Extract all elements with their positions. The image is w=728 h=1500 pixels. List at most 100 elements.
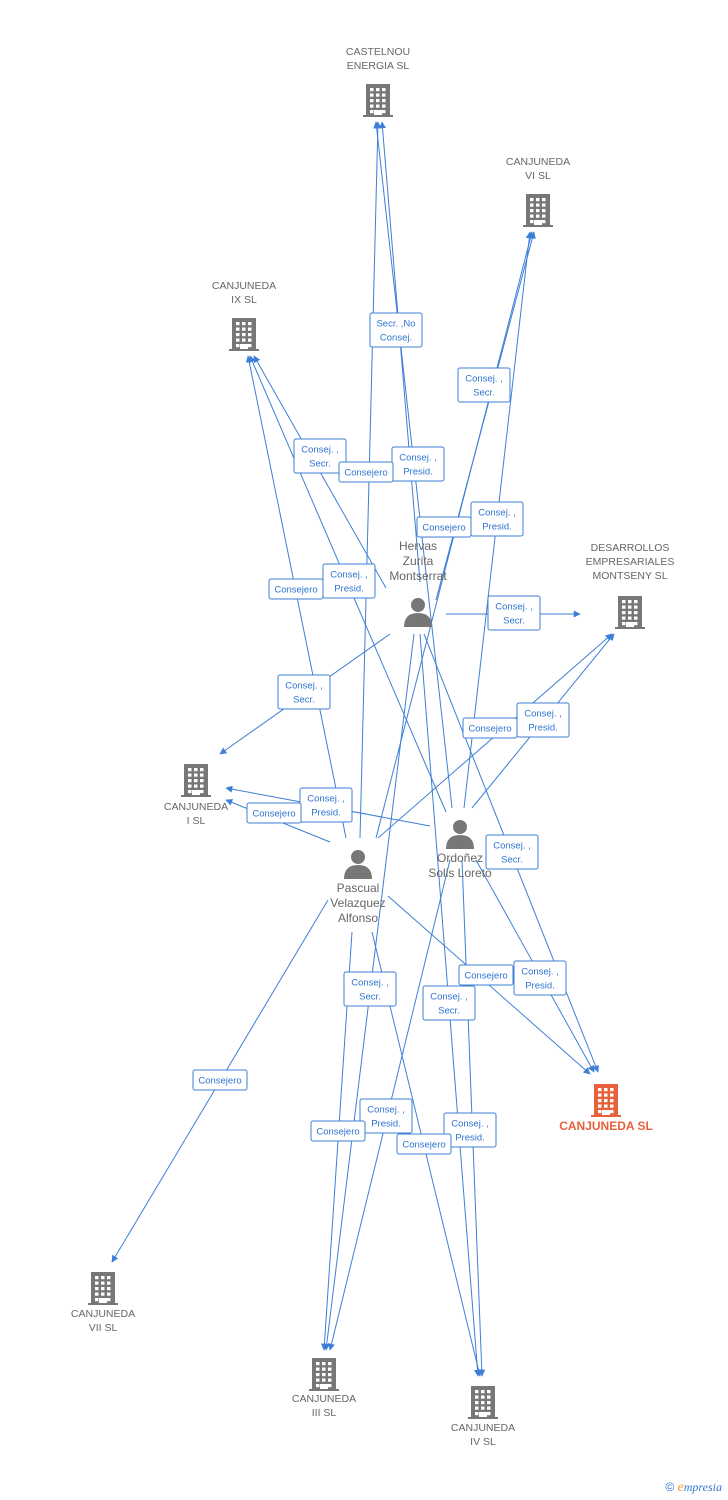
edge-label-text: Secr. [501,855,523,866]
edge-label-text: Presid. [482,522,512,533]
edge-label-box [416,516,472,538]
company-name: MONTSENY SL [592,570,667,582]
edge-label-hervas-iv[interactable]: Consej. ,Secr. [422,985,476,1021]
edge-label-ordonez-main[interactable]: Consej. ,Presid. [513,960,567,996]
person-name: Montserrat [389,569,447,583]
person-icon [344,850,372,879]
edge-label-text: Presid. [403,467,433,478]
person-name: Ordoñez [437,851,483,865]
person-name: Hervas [399,539,437,553]
edge-label-text: Consej. , [399,453,437,464]
company-name: IX SL [231,294,257,306]
edge-label-box [359,1098,413,1134]
edge-label-text: Presid. [371,1119,401,1130]
company-name: CANJUNEDA [292,1393,356,1405]
company-node-vi[interactable]: CANJUNEDA VI SL [506,156,570,227]
edge-label-ordonez-desarrollos[interactable]: Consej. ,Presid. [516,702,570,738]
edge-label-ordonez-ix[interactable]: Consej. ,Presid. [322,563,376,599]
company-name: CANJUNEDA [506,156,570,168]
company-name: VII SL [89,1322,118,1334]
company-name: CASTELNOU [346,46,410,58]
edge-label-text: Consej. , [301,445,339,456]
person-name: Pascual [337,881,380,895]
edge-label-ordonez-castelnou[interactable]: Consej. , Presid. [391,446,445,482]
footer-brand[interactable]: © empresia [665,1480,722,1496]
company-name: I SL [187,815,206,827]
edge-label-pascual-iv[interactable]: Consejero [396,1133,452,1155]
person-name: Velazquez [330,896,385,910]
edge-label-box [192,1069,248,1091]
edge-label-text: Consejero [464,971,507,982]
company-name: CANJUNEDA [71,1308,135,1320]
edge-label-text: Secr. [473,388,495,399]
edge-label-text: Consej. , [351,978,389,989]
edge-label-ordonez-i[interactable]: Consej. ,Presid. [299,787,353,823]
company-node-vii[interactable]: CANJUNEDA VII SL [71,1272,135,1334]
edge-label-box [343,971,397,1007]
person-icon [404,598,432,627]
edge-label-ordonez-iv[interactable]: Consej. ,Presid. [443,1112,497,1148]
edge-label-box [485,834,539,870]
edge-label-box [396,1133,452,1155]
edge-label-text: Consejero [422,523,465,534]
edge-label-text: Consejero [344,468,387,479]
building-icon [591,1084,621,1117]
edge-label-hervas-i[interactable]: Consej. ,Secr. [277,674,331,710]
edge-label-pascual-castelnou[interactable]: Consejero [338,461,394,483]
edge-label-pascual-vii[interactable]: Consejero [192,1069,248,1091]
edge-label-box [246,802,302,824]
edge-label-ordonez-iii[interactable]: Consej. ,Presid. [359,1098,413,1134]
edge-label-pascual-vi[interactable]: Consejero [416,516,472,538]
edge-label-pascual-desarrollos[interactable]: Consejero [462,717,518,739]
edge-label-text: Consej. , [430,992,468,1003]
person-name: Zurita [403,554,434,568]
edge-label-box [293,438,347,474]
edge-label-pascual-iii[interactable]: Consejero [310,1120,366,1142]
edge-label-pascual-i[interactable]: Consejero [246,802,302,824]
edge-label-text: Consej. , [330,570,368,581]
edge-label-text: Secr. ,No [376,319,415,330]
edge-label-text: Consej. , [521,967,559,978]
building-icon [88,1272,118,1305]
edge-label-text: Secr. [359,992,381,1003]
edge-label-text: Consej. , [451,1119,489,1130]
edge-label-box [462,717,518,739]
edge-label-box [310,1120,366,1142]
edge-label-pascual-ix[interactable]: Consejero [268,578,324,600]
building-icon [468,1386,498,1419]
edge-label-hervas-ix[interactable]: Consej. , Secr. [293,438,347,474]
edge-label-text: Secr. [309,459,331,470]
edge-label-text: Consejero [252,809,295,820]
edge-label-hervas-main[interactable]: Consej. ,Secr. [485,834,539,870]
edge-label-box [422,985,476,1021]
edge-label-box [338,461,394,483]
edge-label-box [513,960,567,996]
edge-label-hervas-iii[interactable]: Consej. , Secr. [343,971,397,1007]
edge-label-text: Consejero [402,1140,445,1151]
edge-label-box [457,367,511,403]
edge-label-ordonez-vi[interactable]: Consej. ,Presid. [470,501,524,537]
edge-label-text: Consej. , [495,602,533,613]
edges-layer [111,121,615,1377]
copyright-symbol: © [665,1480,675,1494]
company-name: VI SL [525,170,551,182]
company-node-main[interactable]: CANJUNEDA SL [559,1084,653,1133]
edge-label-hervas-vi[interactable]: Consej. ,Secr. [457,367,511,403]
company-name: EMPRESARIALES [586,556,675,568]
edge-label-pascual-main[interactable]: Consejero [458,964,514,986]
edge-label-text: Consejero [316,1127,359,1138]
edge-label-box [369,312,423,348]
edge-label-hervas-desarrollos[interactable]: Consej. ,Secr. [487,595,541,631]
edge-label-text: Consej. [380,333,412,344]
